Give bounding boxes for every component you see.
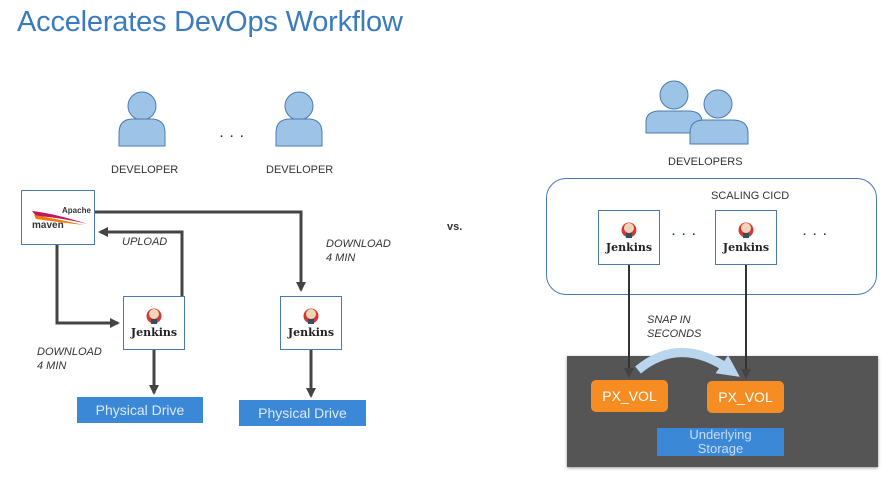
vs-label: vs. [447, 221, 463, 233]
underlying-storage: Underlying Storage [657, 428, 784, 456]
maven-logo-icon: Apache maven [32, 206, 91, 231]
jenkins-box: Jenkins [715, 210, 777, 265]
physical-drive: Physical Drive [239, 400, 366, 426]
jenkins-label: Jenkins [605, 241, 653, 254]
jenkins-logo-icon [621, 222, 637, 238]
person-icon [275, 91, 323, 147]
maven-text: maven [32, 220, 64, 231]
jenkins-label: Jenkins [722, 241, 770, 254]
maven-box: Apache maven [21, 190, 95, 245]
download-label: DOWNLOAD 4 MIN [326, 238, 391, 264]
arrow-maven-to-jenkins-1 [55, 245, 120, 328]
developers-label: DEVELOPERS [668, 156, 743, 168]
jenkins-label: Jenkins [130, 326, 178, 339]
jenkins-label: Jenkins [287, 326, 335, 339]
jenkins-logo-icon [146, 308, 162, 324]
developer-label: DEVELOPER [111, 164, 179, 176]
ellipsis: . . . [672, 226, 698, 238]
jenkins-box: Jenkins [280, 296, 342, 350]
page-title: Accelerates DevOps Workflow [17, 6, 403, 38]
download-label: DOWNLOAD 4 MIN [37, 346, 102, 372]
snap-arrow [635, 348, 740, 377]
ellipsis: . . . [803, 226, 829, 238]
arrow-upload-to-maven [98, 227, 184, 296]
person-icon [118, 91, 166, 147]
jenkins-logo-icon [738, 222, 754, 238]
jenkins-logo-icon [303, 308, 319, 324]
px-vol: PX_VOL [707, 381, 784, 413]
developer-label: DEVELOPER [266, 164, 334, 176]
developers-group-icon [645, 80, 749, 145]
jenkins-box: Jenkins [598, 210, 660, 265]
physical-drive: Physical Drive [77, 397, 203, 423]
arrow-maven-to-jenkins-2 [95, 210, 306, 292]
ellipsis: . . . [220, 128, 246, 140]
scaling-cicd-label: SCALING CICD [711, 190, 790, 202]
snap-label: SNAP IN SECONDS [647, 314, 702, 340]
maven-apache-text: Apache [62, 206, 91, 215]
upload-label: UPLOAD [122, 236, 168, 248]
jenkins-box: Jenkins [123, 296, 185, 350]
px-vol: PX_VOL [591, 380, 668, 412]
